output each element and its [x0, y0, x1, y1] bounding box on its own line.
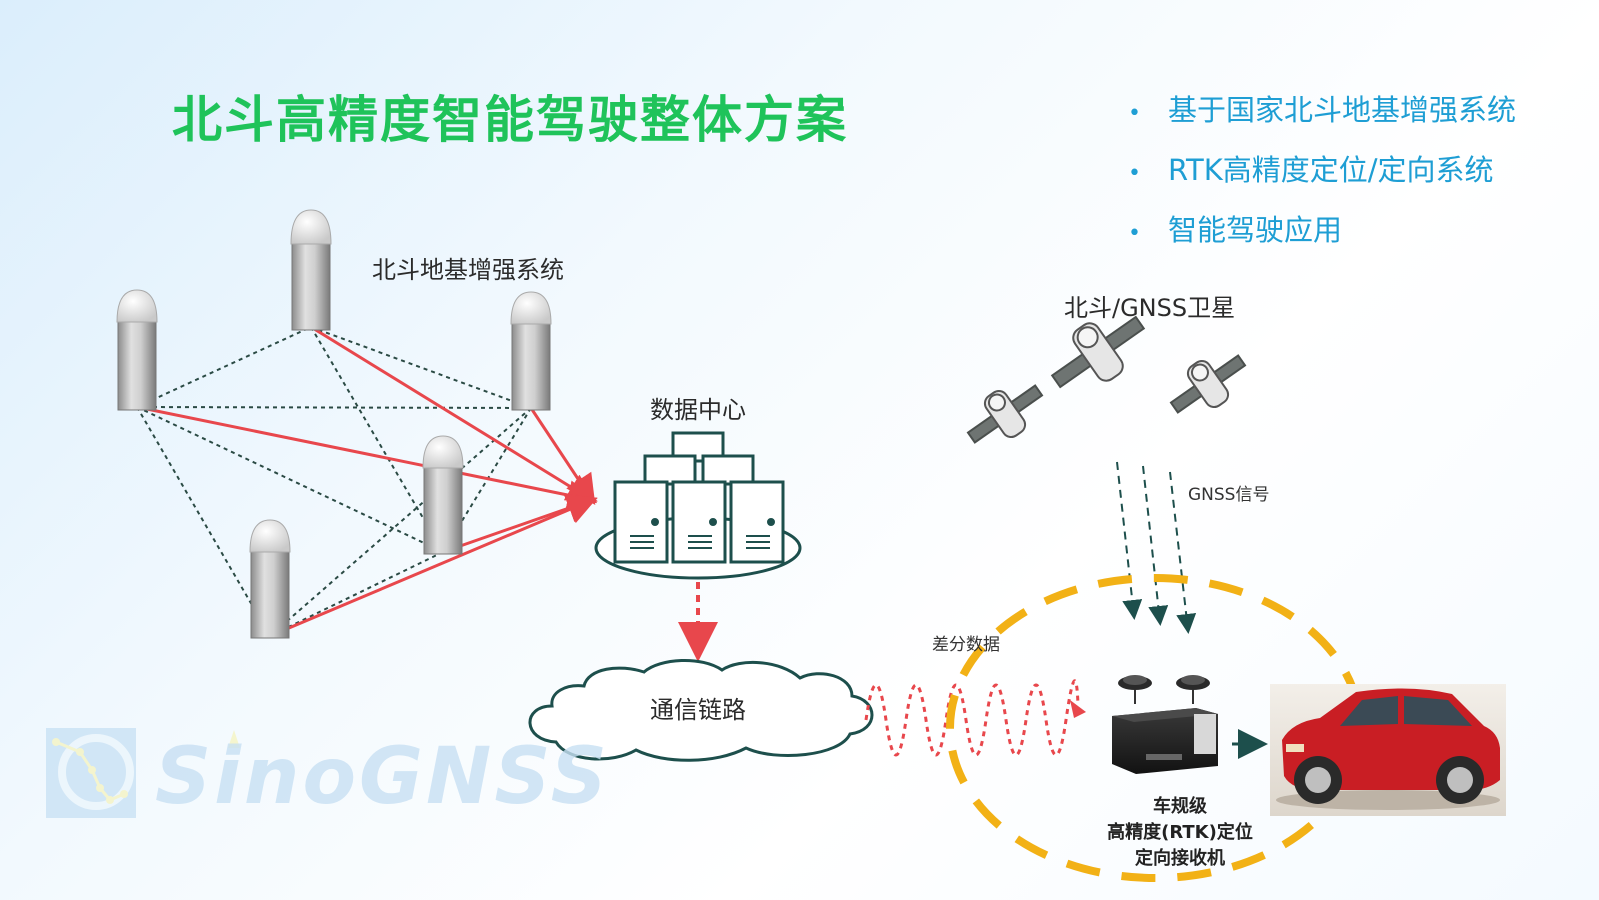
data-center-icon — [594, 431, 802, 580]
satellites-label: 北斗/GNSS卫星 — [1064, 294, 1236, 322]
feature-item: • RTK高精度定位/定向系统 — [1128, 148, 1516, 208]
satellite-icon — [1050, 315, 1146, 389]
feature-text: 智能驾驶应用 — [1168, 213, 1343, 247]
receiver-caption-line: 车规级 — [1153, 796, 1207, 817]
page-title: 北斗高精度智能驾驶整体方案 — [172, 90, 848, 149]
satellite-icon — [1169, 354, 1247, 414]
reference-station — [290, 209, 332, 331]
bullet-icon: • — [1128, 101, 1141, 126]
logo-mark — [46, 728, 240, 818]
receiver-caption-line: 定向接收机 — [1135, 848, 1225, 869]
comm-cloud-icon — [528, 659, 874, 762]
receiver-caption: 车规级 高精度(RTK)定位 定向接收机 — [1080, 794, 1280, 872]
diff-data-label: 差分数据 — [932, 635, 1000, 655]
ground-system-label: 北斗地基增强系统 — [372, 256, 564, 284]
bullet-icon: • — [1128, 221, 1141, 246]
station-uplinks — [136, 325, 598, 638]
rtk-receiver-icon — [1112, 675, 1218, 774]
feature-item: • 基于国家北斗地基增强系统 — [1128, 88, 1516, 148]
station-mesh — [136, 326, 532, 637]
feature-item: • 智能驾驶应用 — [1128, 208, 1516, 268]
gnss-signal-label: GNSS信号 — [1188, 485, 1270, 505]
satellite-icon — [966, 384, 1044, 444]
reference-station — [510, 291, 552, 411]
feature-text: RTK高精度定位/定向系统 — [1168, 153, 1494, 187]
sinognss-logo: SinoGNSS — [155, 732, 610, 822]
receiver-caption-line: 高精度(RTK)定位 — [1107, 822, 1253, 843]
data-center-label: 数据中心 — [650, 396, 746, 424]
reference-station — [422, 435, 464, 555]
feature-text: 基于国家北斗地基增强系统 — [1168, 93, 1517, 127]
car-image — [1270, 684, 1506, 816]
feature-list: • 基于国家北斗地基增强系统 • RTK高精度定位/定向系统 • 智能驾驶应用 — [1128, 88, 1516, 268]
reference-station — [249, 519, 291, 639]
bullet-icon: • — [1128, 161, 1141, 186]
diff-data-wave — [864, 679, 1080, 757]
comm-link-label: 通信链路 — [650, 696, 746, 724]
diff-data-arrow — [1070, 700, 1086, 718]
reference-station — [116, 289, 158, 411]
gnss-signal-arrows — [1116, 461, 1197, 634]
